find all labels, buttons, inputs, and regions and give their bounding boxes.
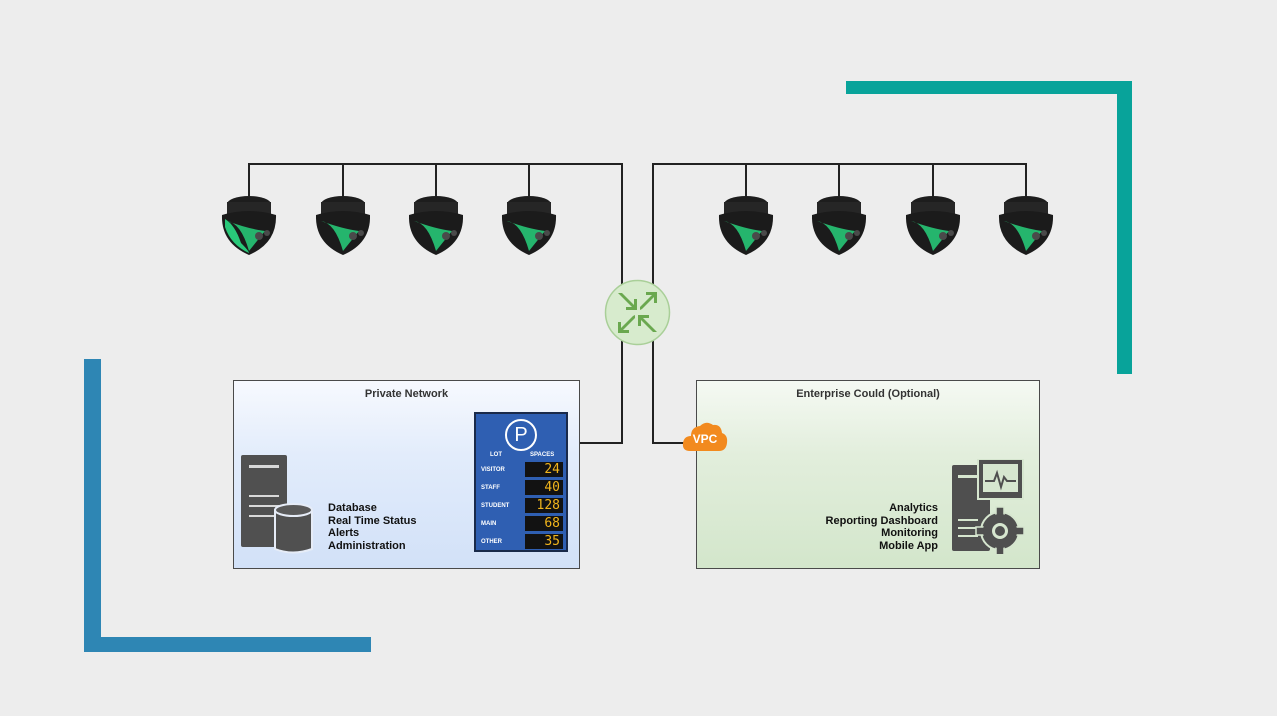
sign-row-label: OTHER bbox=[481, 539, 502, 545]
parking-sensor-icon bbox=[811, 196, 867, 255]
sign-row-value: 40 bbox=[525, 480, 563, 495]
list-item: Mobile App bbox=[879, 539, 938, 552]
sign-row-label: MAIN bbox=[481, 521, 497, 527]
parking-sensor-icon bbox=[221, 196, 277, 255]
sign-row: STUDENT 128 bbox=[476, 498, 566, 514]
sign-row-value: 35 bbox=[525, 534, 563, 549]
list-item: Real Time Status bbox=[328, 514, 417, 527]
parking-sensor-icon bbox=[408, 196, 464, 255]
sign-header-spaces: SPACES bbox=[530, 452, 555, 458]
list-item: Analytics bbox=[889, 502, 938, 514]
list-item: Database bbox=[328, 502, 377, 514]
sign-row-label: STUDENT bbox=[481, 503, 510, 509]
sign-row: VISITOR 24 bbox=[476, 462, 566, 478]
sign-header-lot: LOT bbox=[490, 452, 502, 458]
parking-p-icon: P bbox=[505, 419, 537, 451]
sign-row-value: 24 bbox=[525, 462, 563, 477]
cloud-vpc-icon bbox=[682, 422, 728, 451]
sign-row: OTHER 35 bbox=[476, 534, 566, 550]
vpc-label: VPC bbox=[692, 432, 718, 446]
server-monitor-gear-icon bbox=[952, 459, 1025, 554]
list-item: Administration bbox=[328, 539, 406, 552]
private-network-list: Database Real Time Status Alerts Adminis… bbox=[328, 502, 416, 552]
enterprise-cloud-panel: Enterprise Could (Optional) Analytics Re… bbox=[696, 380, 1040, 569]
parking-sensor-icon bbox=[905, 196, 961, 255]
list-item: Monitoring bbox=[881, 527, 938, 539]
server-database-icon bbox=[241, 455, 313, 554]
sign-row: MAIN 68 bbox=[476, 516, 566, 532]
teal-accent-side bbox=[1117, 81, 1132, 374]
vpc-cloud-badge: VPC bbox=[682, 420, 728, 452]
router-icon bbox=[604, 279, 671, 346]
parking-sensor-icon bbox=[998, 196, 1054, 255]
sign-row: STAFF 40 bbox=[476, 480, 566, 496]
parking-sensor-icon bbox=[718, 196, 774, 255]
enterprise-cloud-title: Enterprise Could (Optional) bbox=[796, 388, 940, 400]
parking-sensor-icon bbox=[501, 196, 557, 255]
list-item: Reporting Dashboard bbox=[825, 514, 938, 527]
sign-row-value: 128 bbox=[525, 498, 563, 513]
sign-row-value: 68 bbox=[525, 516, 563, 531]
list-item: Alerts bbox=[328, 527, 360, 539]
blue-accent-bottom bbox=[84, 637, 371, 652]
sign-row-label: VISITOR bbox=[481, 467, 505, 473]
parking-availability-sign: P LOT SPACES VISITOR 24 STAFF 40 STUDENT… bbox=[474, 412, 568, 552]
enterprise-cloud-list: Analytics Reporting Dashboard Monitoring… bbox=[826, 502, 938, 552]
teal-accent-top bbox=[846, 81, 1132, 94]
private-network-title: Private Network bbox=[364, 388, 449, 400]
blue-accent-side bbox=[84, 359, 101, 652]
parking-sensor-icon bbox=[315, 196, 371, 255]
sign-row-label: STAFF bbox=[481, 485, 500, 491]
